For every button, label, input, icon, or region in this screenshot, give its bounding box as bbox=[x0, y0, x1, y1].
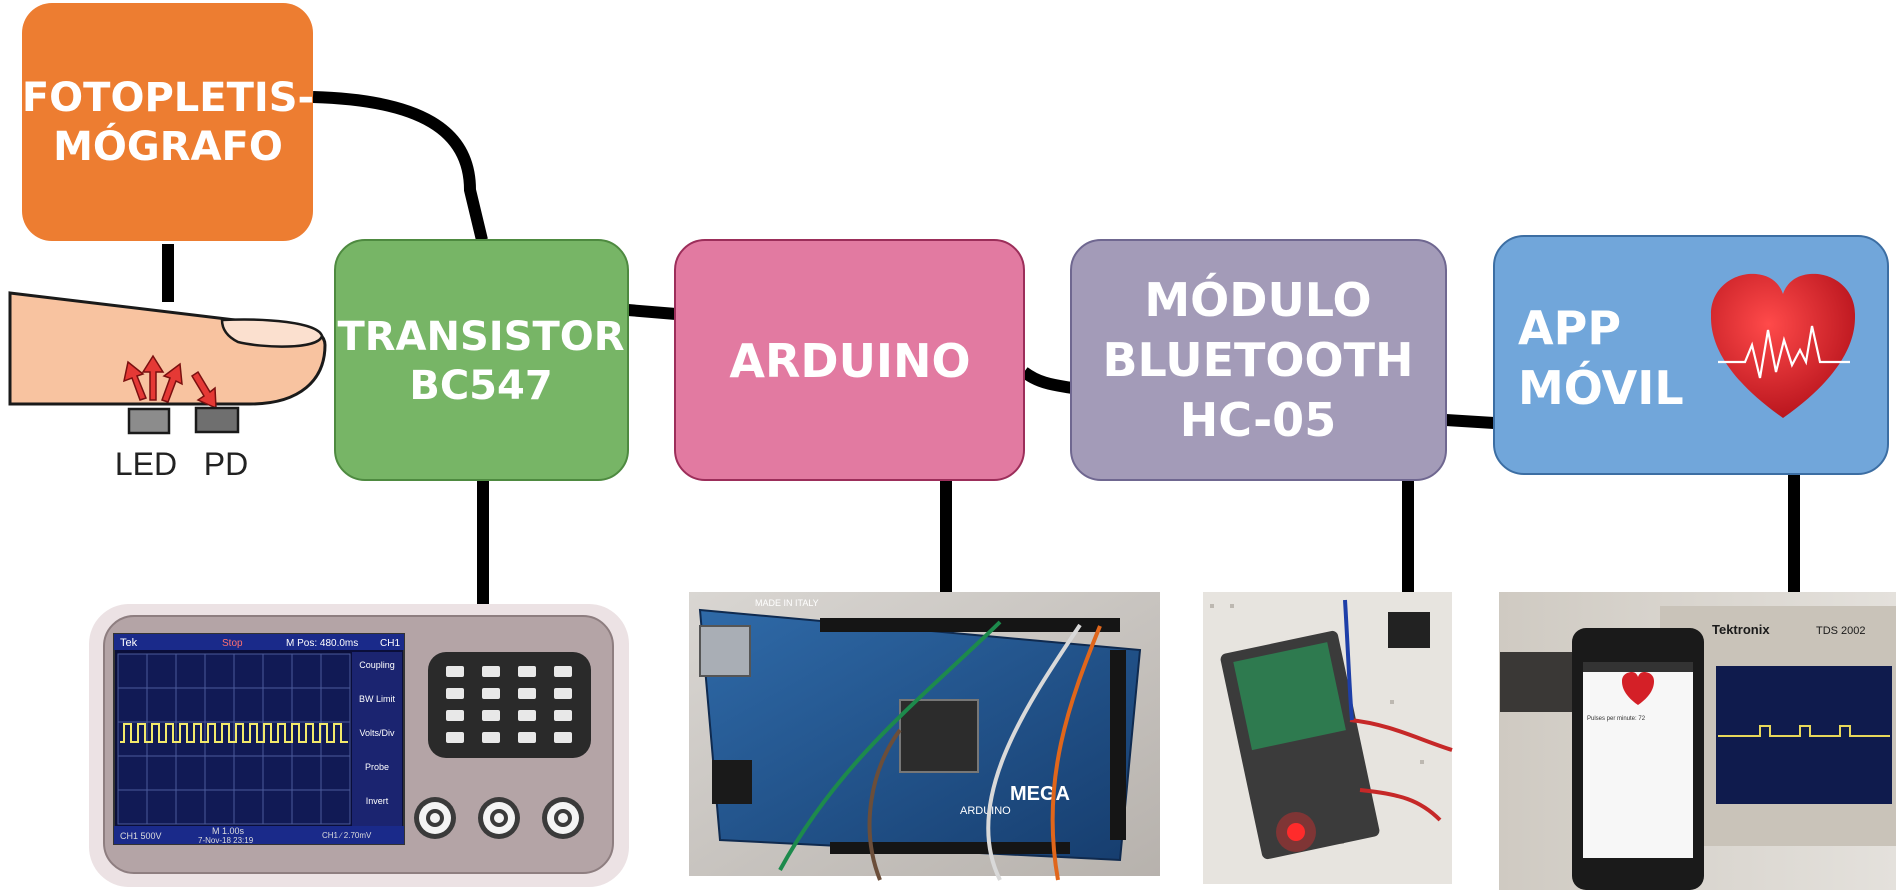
wire-bluetooth-to-app bbox=[1445, 414, 1495, 429]
arduino-made-in-label: MADE IN ITALY bbox=[755, 598, 819, 608]
scope-menu-probe: Probe bbox=[365, 762, 389, 772]
bluetooth-label-line3: HC-05 bbox=[1180, 393, 1336, 447]
transistor-label-line2: BC547 bbox=[409, 363, 552, 409]
arduino-label: ARDUINO bbox=[729, 334, 970, 388]
smartphone: Pulses per minute: 72 bbox=[1572, 628, 1704, 890]
transistor-block: TRANSISTOR BC547 bbox=[334, 239, 629, 481]
scope-menu-coupling: Coupling bbox=[359, 660, 395, 670]
arduino-mega-logo: MEGA bbox=[1010, 783, 1070, 805]
scope-footer-right: CH1 ∕ 2.70mV bbox=[322, 831, 372, 840]
finger-sensor-illustration: LED PD bbox=[8, 291, 327, 482]
scope-keypad bbox=[428, 652, 591, 758]
bluetooth-module-photo bbox=[1203, 592, 1453, 884]
led-label: LED bbox=[115, 446, 177, 482]
app-scope-photo: Tektronix TDS 2002 Pulses per minute: 72 bbox=[1499, 592, 1896, 890]
wire-ppg-to-transistor bbox=[312, 91, 488, 242]
arduino-brand-label: ARDUINO bbox=[960, 805, 1011, 817]
oscilloscope-illustration: Tek Stop M Pos: 480.0ms CH1 Coupling BW … bbox=[89, 604, 629, 887]
app-label-line1: APP bbox=[1518, 301, 1621, 355]
ppg-label-line1: FOTOPLETIS- bbox=[22, 75, 314, 121]
led-component bbox=[127, 407, 171, 435]
photodiode-component bbox=[194, 406, 240, 434]
ppg-block: FOTOPLETIS- MÓGRAFO bbox=[22, 3, 314, 241]
heart-icon bbox=[1710, 273, 1856, 418]
scope-menu-invert: Invert bbox=[366, 796, 389, 806]
bluetooth-label-line2: BLUETOOTH bbox=[1103, 333, 1414, 387]
ppg-label-line2: MÓGRAFO bbox=[53, 122, 283, 170]
scope-waveform bbox=[120, 723, 348, 743]
wire-transistor-to-arduino bbox=[627, 304, 677, 320]
scope-menu-bw-limit: BW Limit bbox=[359, 694, 395, 704]
wires bbox=[162, 91, 1800, 605]
scope-menu-volts-div: Volts/Div bbox=[359, 728, 395, 738]
arduino-board-photo: MADE IN ITALY MEGA ARDUINO bbox=[689, 592, 1160, 881]
bluetooth-label-line1: MÓDULO bbox=[1144, 273, 1371, 327]
scope-position: M Pos: 480.0ms bbox=[286, 638, 358, 649]
light-arrows-icon bbox=[122, 354, 217, 410]
fingernail bbox=[220, 318, 324, 348]
transistor-label-line1: TRANSISTOR bbox=[337, 314, 624, 360]
tektronix-model: TDS 2002 bbox=[1816, 625, 1866, 637]
scope-side-menu: Coupling BW Limit Volts/Div Probe Invert bbox=[352, 652, 402, 826]
scope-footer-left: CH1 500V bbox=[120, 831, 162, 841]
scope-brand: Tek bbox=[120, 637, 138, 649]
scope-footer-date: 7-Nov-18 23:19 bbox=[198, 836, 254, 845]
bluetooth-block: MÓDULO BLUETOOTH HC-05 bbox=[1070, 239, 1447, 481]
app-label-line2: MÓVIL bbox=[1518, 361, 1684, 415]
app-block: APP MÓVIL bbox=[1493, 235, 1889, 475]
tektronix-brand: Tektronix bbox=[1712, 622, 1770, 637]
scope-grid bbox=[117, 653, 351, 825]
scope-channel: CH1 bbox=[380, 638, 400, 649]
arduino-block: ARDUINO bbox=[674, 239, 1025, 481]
scope-status: Stop bbox=[222, 638, 243, 649]
pd-label: PD bbox=[204, 446, 248, 482]
phone-pulse-text: Pulses per minute: 72 bbox=[1587, 716, 1646, 722]
wire-arduino-to-bluetooth bbox=[1020, 367, 1074, 394]
scope-footer-mid: M 1.00s bbox=[212, 826, 245, 836]
scope-bnc-connectors bbox=[414, 797, 584, 839]
jumper-wires bbox=[778, 620, 1102, 881]
